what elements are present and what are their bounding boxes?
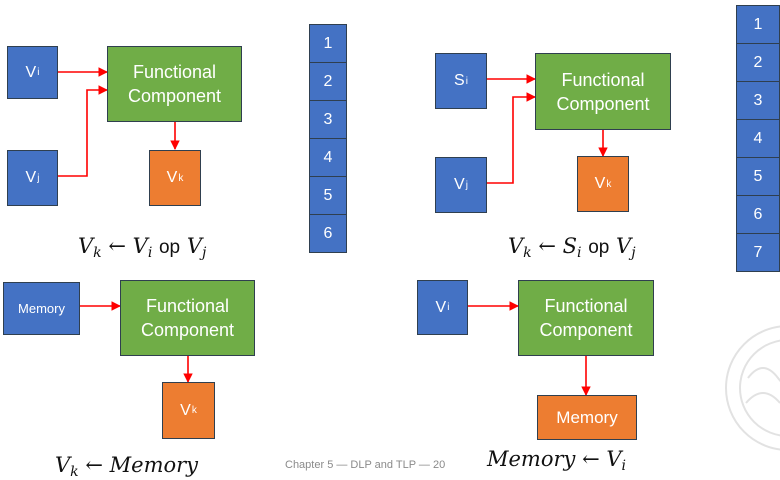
equation-vector-vector: Vk ← Vi op Vj	[78, 234, 207, 261]
stack-b-cell: 4	[736, 119, 780, 158]
register-vi-base: V	[25, 63, 37, 81]
memory-source-label: Memory	[18, 301, 65, 316]
register-vi-sub: i	[37, 67, 40, 78]
register-vk1-base: V	[166, 169, 178, 186]
equation-store: Memory ← Vi	[487, 447, 627, 474]
equation-scalar-vector: Vk ← Si op Vj	[508, 234, 636, 261]
equation-load: Vk ← Memory	[55, 453, 199, 480]
stack-a-cell: 6	[309, 214, 347, 253]
fc3-line2: Component	[140, 320, 235, 340]
stack-a-cell: 2	[309, 62, 347, 101]
fc4-line1: Functional	[544, 296, 628, 316]
stack-a-cell: 1	[309, 24, 347, 63]
register-vk1-sub: k	[178, 172, 184, 184]
register-vk3-base: V	[180, 401, 191, 419]
slide-footer: Chapter 5 — DLP and TLP — 20	[285, 459, 446, 471]
stack-b-cell: 3	[736, 81, 780, 120]
register-vk2-base: V	[594, 175, 606, 192]
stack-b-cell: 5	[736, 157, 780, 196]
register-si-base: S	[454, 72, 465, 89]
stack-b-cell: 6	[736, 195, 780, 234]
stack-b-cell: 2	[736, 43, 780, 82]
fc3-line1: Functional	[145, 296, 230, 316]
register-vi4-base: V	[435, 298, 447, 316]
register-vj-sub: j	[37, 172, 40, 184]
register-vj2-base: V	[454, 176, 465, 193]
fc2-line1: Functional	[561, 69, 645, 90]
stack-b-cell: 7	[736, 233, 780, 272]
stack-a-cell: 4	[309, 138, 347, 177]
stack-a-cell: 3	[309, 100, 347, 139]
register-vj2-sub: j	[465, 179, 468, 191]
memory-destination: Memory	[537, 395, 637, 440]
fc1-line1: Functional	[132, 62, 217, 82]
register-vk3-sub: k	[191, 405, 197, 416]
stack-a-cell: 5	[309, 176, 347, 215]
fc4-line2: Component	[539, 320, 633, 340]
university-seal-icon	[725, 325, 780, 451]
memory-source: Memory	[3, 282, 80, 335]
fc1-line2: Component	[127, 86, 222, 106]
register-vk2-sub: k	[606, 178, 612, 190]
arrow-vj2-to-fc	[486, 92, 536, 184]
fc2-line2: Component	[556, 93, 650, 114]
register-si-sub: i	[465, 75, 468, 87]
register-vi4-sub: i	[447, 302, 450, 313]
arrow-vj-to-fc	[57, 85, 108, 177]
register-vj-base: V	[25, 169, 37, 186]
stack-b-cell: 1	[736, 5, 780, 44]
memory-destination-label: Memory	[556, 407, 618, 427]
